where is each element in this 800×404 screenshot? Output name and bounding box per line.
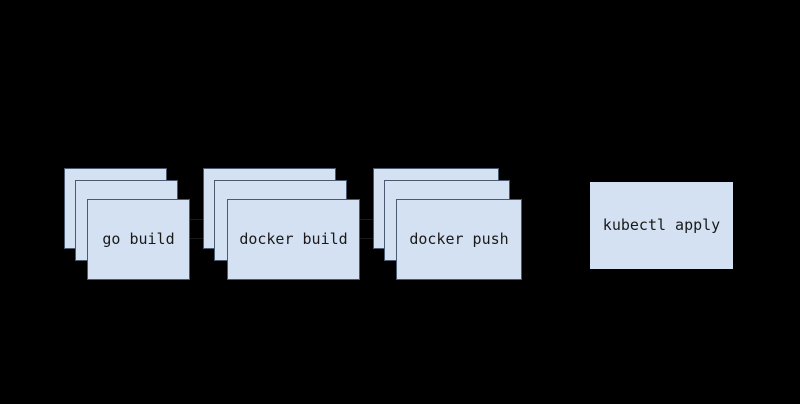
stage-node-label: kubectl apply — [602, 216, 721, 234]
stage-node-kubectl-apply[interactable]: kubectl apply — [590, 182, 733, 269]
stage-node-docker-build-front[interactable]: docker build — [227, 199, 360, 280]
stage-node-label: docker push — [409, 230, 509, 248]
arrow-line-upper — [190, 219, 207, 220]
stage-node-label: docker build — [239, 230, 348, 248]
stage-node-go-build-front[interactable]: go build — [87, 199, 190, 280]
stage-node-docker-push-front[interactable]: docker push — [396, 199, 522, 280]
arrow-line-upper — [360, 219, 377, 220]
stage-node-label: go build — [102, 230, 175, 248]
